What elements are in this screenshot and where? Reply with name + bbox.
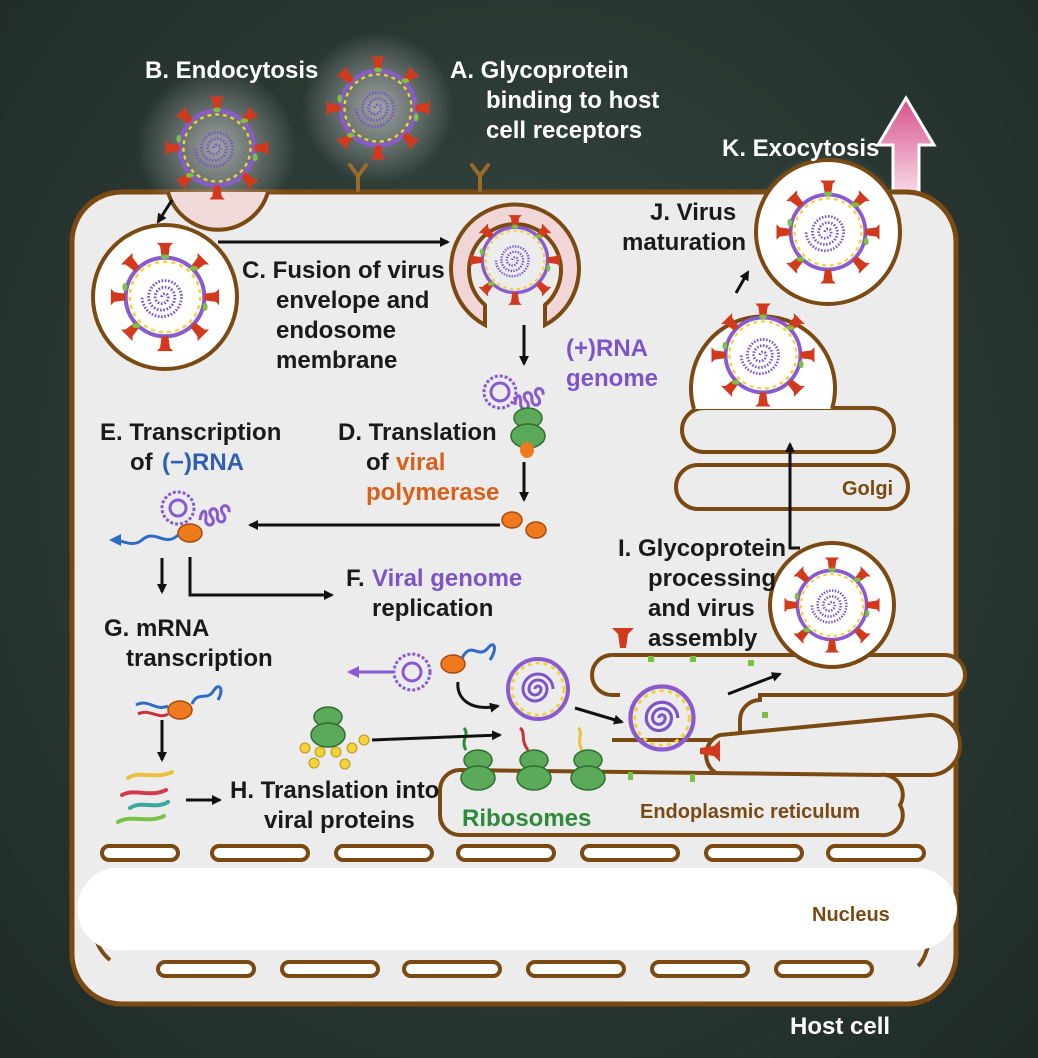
- label-glycoprocessing-2: processing: [648, 565, 776, 592]
- mrna-bundle-icon: [116, 770, 174, 824]
- label-transcription-1: E. Transcription: [100, 419, 281, 446]
- label-translation-proteins-2: viral proteins: [264, 807, 415, 834]
- rna-coil-transcription-icon: [160, 490, 196, 526]
- label-transcription-rna: (−)RNA: [162, 449, 244, 476]
- label-replication-colored: Viral genome: [372, 565, 522, 592]
- label-replication-prefix: F.: [346, 565, 365, 592]
- label-translation-of: of: [366, 449, 390, 476]
- glycoprotein-glow: [302, 32, 454, 184]
- mrna-strands-icon: [135, 685, 223, 709]
- ribosome-free-icon: [310, 706, 346, 748]
- polymerase-f-icon: [440, 654, 466, 674]
- label-glycoprotein-2: binding to host: [486, 87, 659, 114]
- ribosome-translation-icon: [510, 407, 546, 449]
- negative-rna-strand-icon: [109, 533, 180, 547]
- label-rna-genome-2: genome: [566, 365, 658, 392]
- label-glycoprocessing-3: and virus: [648, 595, 755, 622]
- amino-acids-icon: [299, 734, 370, 770]
- host-receptor-icon: [348, 163, 490, 192]
- label-ribosomes: Ribosomes: [462, 805, 591, 832]
- label-glycoprotein-1: A. Glycoprotein: [450, 57, 629, 84]
- process-arrows: [156, 199, 800, 805]
- label-fusion-4: membrane: [276, 347, 397, 374]
- polymerase-nascent-icon: [520, 442, 534, 458]
- label-translation-viral: viral: [396, 449, 445, 476]
- label-fusion-3: endosome: [276, 317, 396, 344]
- er-ribosome-3-icon: [570, 749, 606, 791]
- polymerase-products-icon: [501, 511, 547, 539]
- golgi-apparatus: [674, 406, 910, 511]
- label-golgi: Golgi: [842, 478, 893, 500]
- rna-genome-coil-icon: [482, 374, 518, 410]
- label-fusion-2: envelope and: [276, 287, 429, 314]
- label-endocytosis: B. Endocytosis: [145, 57, 318, 84]
- label-rna-genome-1: (+)RNA: [566, 335, 648, 362]
- nuclear-envelope: [92, 844, 934, 978]
- er-ribosome-2-icon: [516, 749, 552, 791]
- label-nucleus: Nucleus: [812, 904, 890, 926]
- polymerase-e-icon: [177, 523, 203, 543]
- label-transcription-of: of: [130, 449, 154, 476]
- fusion-vesicle: [449, 202, 581, 329]
- label-glycoprocessing-1: I. Glycoprotein: [618, 535, 786, 562]
- endocytosis-pit: [166, 191, 270, 232]
- label-mrna-2: transcription: [126, 645, 273, 672]
- label-translation-proteins-1: H. Translation into: [230, 777, 439, 804]
- label-exocytosis: K. Exocytosis: [722, 135, 879, 162]
- label-host-cell: Host cell: [790, 1013, 890, 1040]
- label-maturation-1: J. Virus: [650, 199, 736, 226]
- template-strand-f-icon: [460, 643, 496, 661]
- label-translation-polymerase: polymerase: [366, 479, 499, 506]
- exocytosis-exit-arrow: [875, 95, 937, 197]
- label-translation-1: D. Translation: [338, 419, 497, 446]
- label-maturation-2: maturation: [622, 229, 746, 256]
- er-ribosome-1-icon: [460, 749, 496, 791]
- er-spikes-icon: [612, 628, 720, 762]
- label-fusion-1: C. Fusion of virus: [242, 257, 445, 284]
- nucleus-interior: [77, 868, 957, 951]
- label-er: Endoplasmic reticulum: [640, 801, 860, 823]
- mrna-red-strand-icon: [137, 710, 169, 718]
- endoplasmic-reticulum: [438, 653, 967, 838]
- label-mrna-1: G. mRNA: [104, 615, 209, 642]
- label-glycoprotein-3: cell receptors: [486, 117, 642, 144]
- label-replication-2: replication: [372, 595, 493, 622]
- label-glycoprocessing-4: assembly: [648, 625, 758, 652]
- er-glycoprotein-dots-icon: [628, 656, 768, 782]
- endocytosis-glow: [137, 68, 297, 228]
- nascent-peptides-icon: [462, 726, 584, 751]
- polymerase-g-icon: [167, 700, 193, 720]
